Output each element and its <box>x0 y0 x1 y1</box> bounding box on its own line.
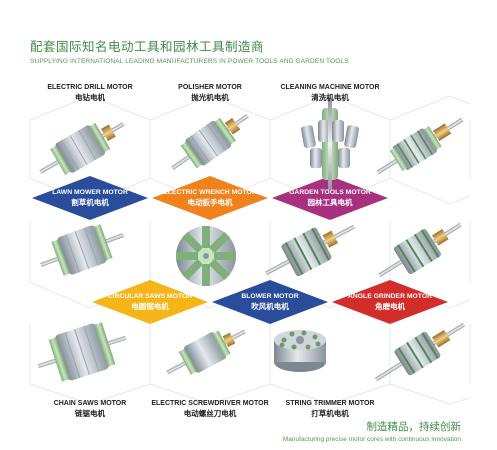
label-cn: 电圆锯电机 <box>131 302 169 311</box>
rotor-cleaning-machine-2-image <box>376 117 464 175</box>
label-cn: 抛光机电机 <box>191 93 229 102</box>
label-lawn-mower-motor: LAWN MOWER MOTOR 割草机电机 <box>35 188 145 208</box>
hex-grid-lines <box>29 95 471 405</box>
label-cn: 电钻电机 <box>75 93 105 102</box>
label-cn: 吹风机电机 <box>251 302 289 311</box>
label-garden-tools-motor: GARDEN TOOLS MOTOR 园林工具电机 <box>275 188 385 208</box>
rotor-polisher-image <box>171 113 249 171</box>
label-en: ELECTRIC SCREWDRIVER MOTOR <box>151 400 269 407</box>
rotor-garden-tools-image <box>264 224 356 277</box>
label-en: ELECTRIC DRILL MOTOR <box>47 84 133 91</box>
header-title-cn: 配套国际知名电动工具和园林工具制造商 <box>30 39 265 54</box>
label-electric-screwdriver-motor: ELECTRIC SCREWDRIVER MOTOR 电动螺丝刀电机 <box>145 399 275 419</box>
label-electric-drill-motor: ELECTRIC DRILL MOTOR 电钻电机 <box>25 83 155 103</box>
header-title-en: SUPPLYING INTERNATIONAL LEADING MANUFACT… <box>30 58 349 65</box>
label-en: CIRCULAR SAWS MOTOR <box>107 293 193 300</box>
label-en: GARDEN TOOLS MOTOR <box>289 189 371 196</box>
rotor-string-trimmer-image <box>374 322 466 382</box>
label-blower-motor: BLOWER MOTOR 吹风机电机 <box>215 292 325 312</box>
label-en: POLISHER MOTOR <box>178 84 242 91</box>
rotor-garden-tools-2-image <box>378 222 462 278</box>
label-cn: 清洗机电机 <box>311 93 349 102</box>
rotor-chain-saws-image <box>37 322 127 382</box>
label-en: STRING TRIMMER MOTOR <box>285 400 375 407</box>
label-polisher-motor: POLISHER MOTOR 抛光机电机 <box>145 83 275 103</box>
label-cn: 园林工具电机 <box>307 198 353 207</box>
rotor-string-trimmer-core-image <box>274 330 326 372</box>
label-string-trimmer-motor: STRING TRIMMER MOTOR 打草机电机 <box>265 399 395 419</box>
label-en: ELECTRIC WRENCH MOTOR <box>163 189 257 196</box>
label-circular-saws-motor: CIRCULAR SAWS MOTOR 电圆锯电机 <box>95 292 205 312</box>
label-cn: 割草机电机 <box>71 198 109 207</box>
label-en: CHAIN SAWS MOTOR <box>53 400 127 407</box>
label-cn: 电动扳手电机 <box>187 198 233 207</box>
label-en: CLEANING MACHINE MOTOR <box>280 84 380 91</box>
diamond-circular-saws <box>92 280 208 324</box>
rotor-lawn-mower-image <box>39 224 125 276</box>
footer-slogan-en: Manufacturing precise motor cores with c… <box>282 436 461 443</box>
diamond-lawn-mower <box>32 176 148 220</box>
diamond-electric-wrench <box>152 176 268 220</box>
footer-slogan-cn: 制造精品，持续创新 <box>366 421 462 433</box>
label-cn: 链锯电机 <box>75 409 105 418</box>
label-angle-grinder-motor: ANGLE GRINDER MOTOR 角磨电机 <box>335 292 445 312</box>
label-cn: 电动螺丝刀电机 <box>183 409 237 418</box>
diamond-row-1 <box>32 176 388 220</box>
diamond-blower <box>212 280 328 324</box>
label-en: ANGLE GRINDER MOTOR <box>347 293 433 300</box>
rotor-cleaning-machine-image <box>301 98 359 190</box>
diamond-angle-grinder <box>332 280 448 324</box>
diamond-garden-tools <box>272 176 388 220</box>
label-cleaning-machine-motor: CLEANING MACHINE MOTOR 清洗机电机 <box>265 83 395 103</box>
label-electric-wrench-motor: ELECTRIC WRENCH MOTOR 电动扳手电机 <box>155 188 265 208</box>
rotor-electric-drill-image <box>39 122 125 175</box>
diamond-row-2 <box>92 280 448 324</box>
label-cn: 打草机电机 <box>311 409 349 418</box>
rotor-electric-wrench-image <box>176 226 236 286</box>
label-en: BLOWER MOTOR <box>241 293 299 300</box>
label-cn: 角磨电机 <box>375 302 405 311</box>
label-en: LAWN MOWER MOTOR <box>52 189 128 196</box>
rotor-electric-screwdriver-image <box>166 329 246 375</box>
label-chain-saws-motor: CHAIN SAWS MOTOR 链锯电机 <box>25 399 155 419</box>
